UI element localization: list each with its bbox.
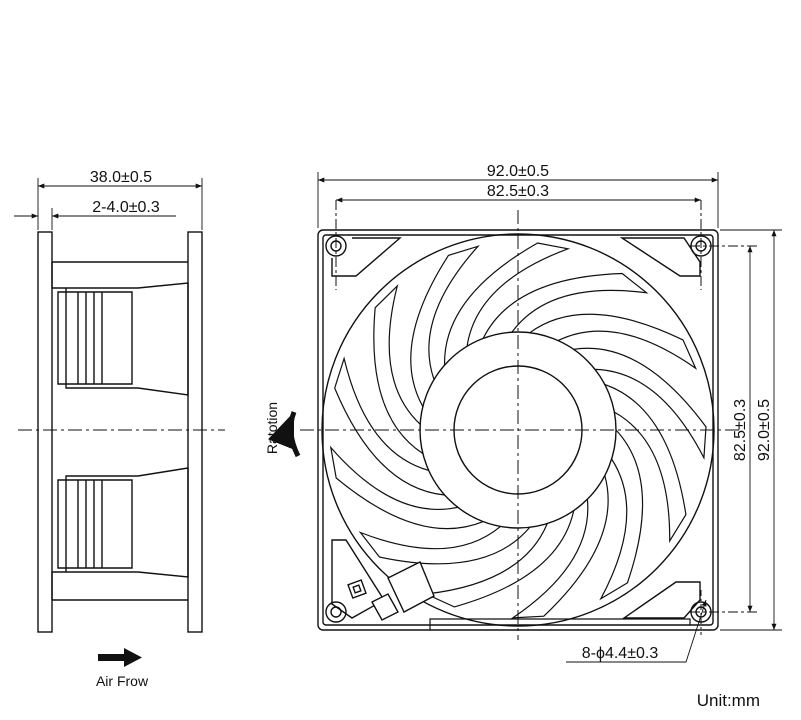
rotation-arrow-icon xyxy=(268,411,301,458)
airflow-label: Air Frow xyxy=(96,673,149,689)
impeller-blade xyxy=(510,475,609,619)
impeller-blade xyxy=(599,429,644,601)
impeller-blade xyxy=(482,272,649,339)
depth-dim-label: 38.0±0.5 xyxy=(90,169,152,186)
pitch-width-dim-label: 82.5±0.3 xyxy=(487,183,549,200)
impeller-blade xyxy=(373,283,424,455)
impeller-blade xyxy=(329,445,484,530)
impeller-blade xyxy=(604,383,687,544)
side-right-flange xyxy=(187,231,203,633)
front-view xyxy=(268,172,782,663)
impeller-blade xyxy=(573,347,707,460)
impeller-blade xyxy=(358,525,531,565)
flange-dim-label: 2-4.0±0.3 xyxy=(92,199,160,216)
corner-gusset-bottom-left xyxy=(331,539,385,619)
side-upper-hub xyxy=(51,262,189,396)
mount-hole-leader xyxy=(566,599,707,663)
cable-connector xyxy=(347,561,435,621)
impeller-blade xyxy=(410,245,480,407)
pitch-height-dim-label: 82.5±0.3 xyxy=(732,399,749,461)
mount-hole-dim-label: 8-ϕ4.4±0.3 xyxy=(582,645,659,662)
corner-gusset-bottom-right xyxy=(621,581,701,619)
side-lower-hub xyxy=(51,467,189,600)
outer-height-dim-label: 92.0±0.5 xyxy=(756,399,773,461)
side-view xyxy=(14,178,225,633)
airflow-arrow-icon xyxy=(98,648,142,667)
rotation-label: Ratotion xyxy=(264,402,280,454)
impeller-blade xyxy=(423,510,575,608)
corner-gusset-top-left xyxy=(331,237,402,277)
outer-width-dim-label: 92.0±0.5 xyxy=(487,163,549,180)
side-left-flange xyxy=(37,231,53,633)
corner-gusset-top-right xyxy=(619,237,701,277)
impeller-blade xyxy=(529,313,698,370)
unit-label: Unit:mm xyxy=(697,691,760,710)
impeller-blade xyxy=(443,242,571,366)
mount-hole-bottom-left xyxy=(325,601,347,623)
impeller-blade xyxy=(334,356,445,496)
impeller-blades xyxy=(329,242,707,619)
